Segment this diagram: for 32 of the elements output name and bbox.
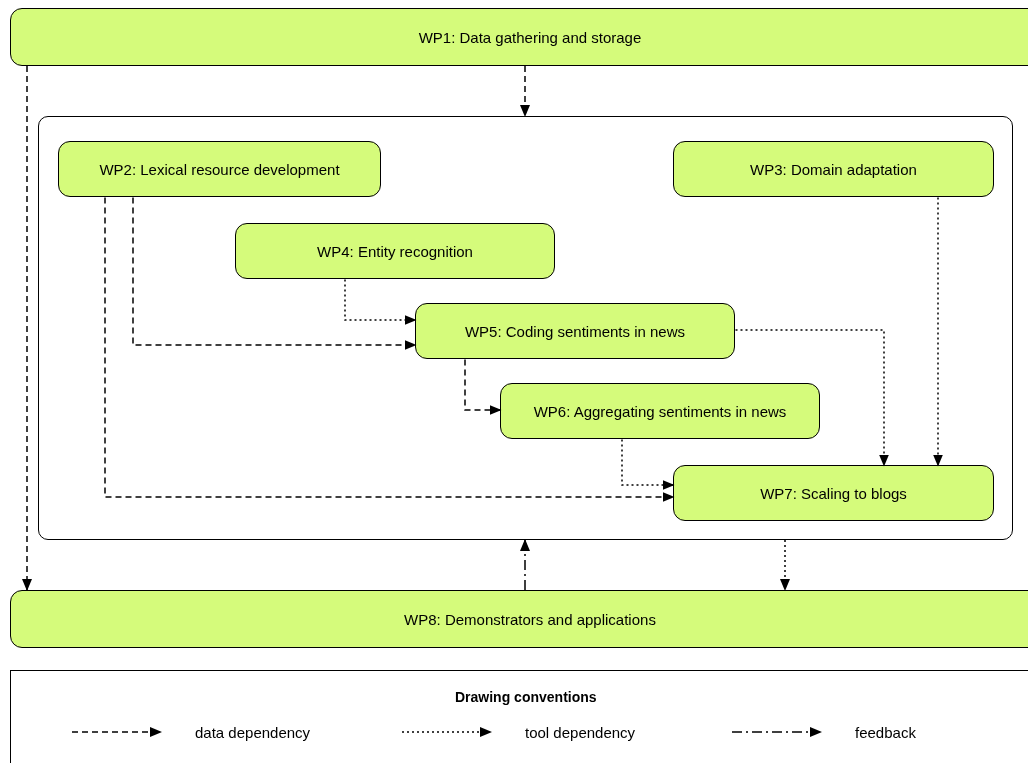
legend-text: data dependency: [195, 724, 311, 741]
arrow: [132, 196, 417, 350]
work-package-box: [500, 383, 820, 439]
arrow: [520, 65, 530, 117]
legend-title: Drawing conventions: [455, 689, 597, 705]
arrow: [22, 65, 32, 591]
arrow: [780, 539, 790, 591]
work-package-box: [58, 141, 381, 197]
work-package-box: [673, 141, 994, 197]
arrow: [520, 539, 530, 591]
work-package-box: [415, 303, 735, 359]
box-label: WP5: Coding sentiments in news: [464, 322, 686, 340]
box-label: WP1: Data gathering and storage: [418, 28, 642, 46]
box-label: WP7: Scaling to blogs: [760, 484, 907, 502]
box-label: WP2: Lexical resource development: [99, 160, 340, 178]
box-label: WP6: Aggregating sentiments in news: [533, 402, 787, 420]
arrow: [933, 196, 943, 467]
arrow: [344, 278, 417, 325]
legend-text: feedback: [855, 724, 916, 741]
work-package-box: [673, 465, 994, 521]
arrow: [464, 358, 502, 415]
arrow: [621, 438, 675, 490]
container-frame: [38, 116, 1013, 540]
box-label: WP4: Entity recognition: [317, 242, 473, 260]
work-package-box: [10, 8, 1028, 66]
work-package-box: [10, 590, 1028, 648]
legend-text: tool dependency: [525, 724, 636, 741]
arrow: [104, 196, 675, 502]
box-label: WP8: Demonstrators and applications: [404, 610, 656, 628]
work-package-box: [235, 223, 555, 279]
arrow: [734, 329, 889, 467]
box-label: WP3: Domain adaptation: [750, 160, 917, 178]
